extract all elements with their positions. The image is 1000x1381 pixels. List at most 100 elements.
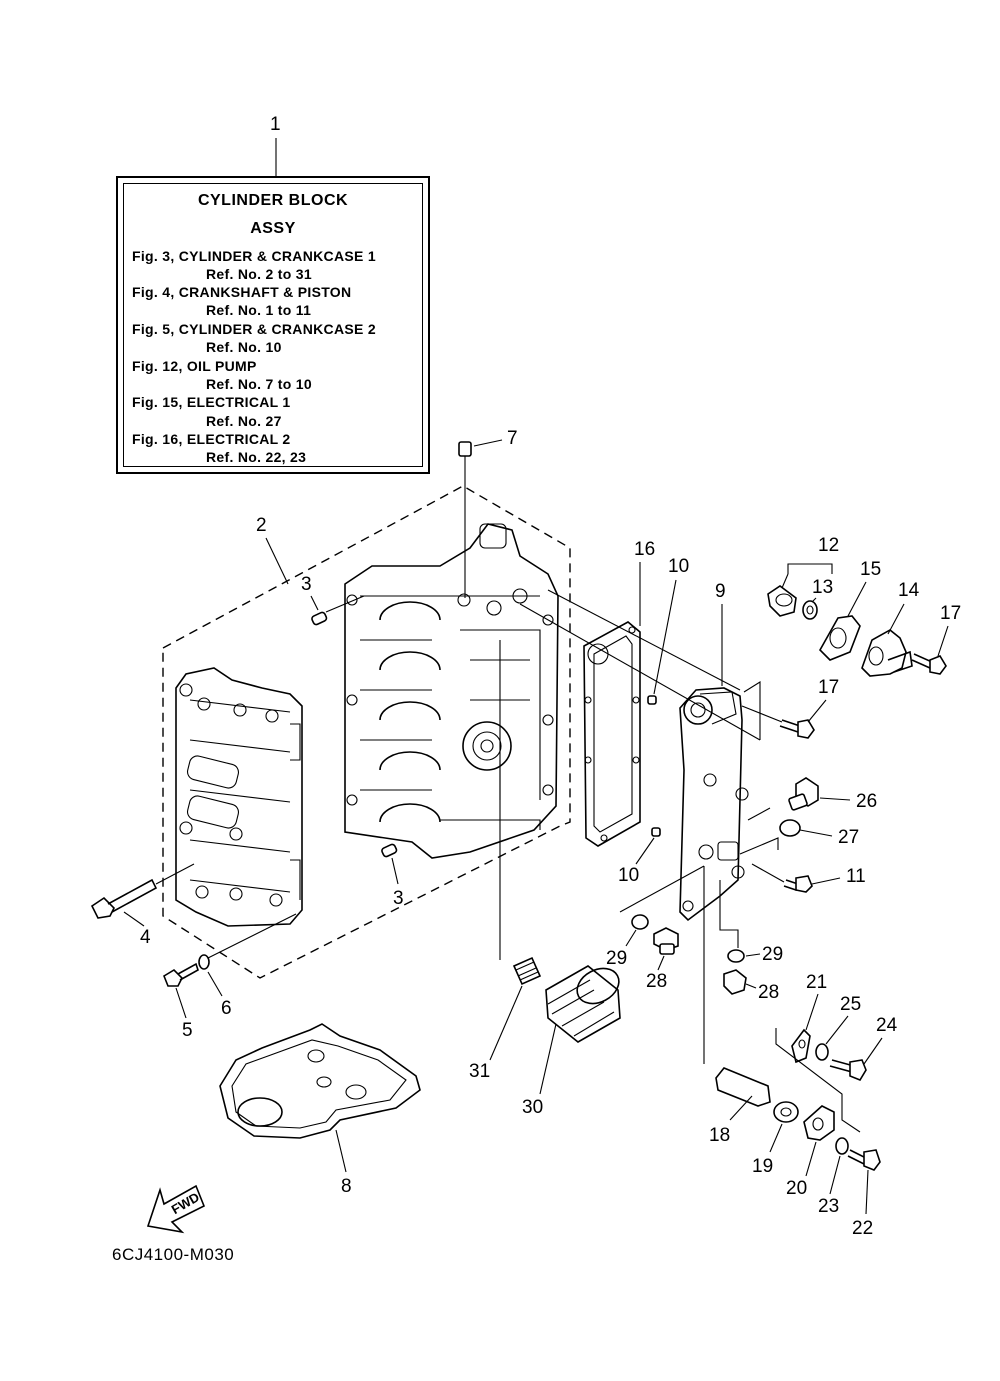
dowel-pin-lower — [381, 843, 398, 858]
leader-line — [207, 971, 223, 997]
leader-line — [175, 987, 187, 1019]
callout-6[interactable]: 6 — [207, 971, 232, 1019]
callout-29-right[interactable]: 29 — [745, 944, 783, 965]
callout-number: 17 — [818, 677, 839, 698]
o-ring-27 — [779, 819, 801, 837]
callout-number: 1 — [270, 114, 281, 135]
grommet-19 — [773, 1101, 799, 1123]
leader-line — [745, 953, 761, 957]
gasket-16 — [519, 589, 761, 847]
gasket-8 — [219, 1023, 421, 1139]
callout-3-upper[interactable]: 3 — [301, 574, 319, 611]
callout-24[interactable]: 24 — [863, 1015, 898, 1065]
callout-30[interactable]: 30 — [522, 1023, 557, 1118]
callout-15[interactable]: 15 — [847, 559, 881, 617]
bracket-20 — [803, 1105, 835, 1141]
fig-reference: Fig. 12, OIL PUMP — [132, 358, 257, 374]
bolt-22 — [847, 1149, 881, 1171]
callout-22[interactable]: 22 — [852, 1169, 873, 1239]
callout-number: 4 — [140, 927, 151, 948]
leader-line — [887, 603, 905, 635]
callout-9[interactable]: 9 — [715, 581, 726, 686]
callout-19[interactable]: 19 — [752, 1123, 783, 1177]
callout-5[interactable]: 5 — [175, 987, 193, 1041]
leader-line — [781, 573, 789, 589]
leader-line — [937, 625, 949, 657]
oil-pump-9 — [679, 687, 749, 922]
callout-number: 10 — [618, 865, 639, 886]
callout-28-left[interactable]: 28 — [646, 955, 667, 992]
box-subtitle: ASSY — [250, 220, 296, 237]
cover-14 — [861, 629, 913, 677]
callout-26[interactable]: 26 — [819, 791, 877, 812]
callout-25[interactable]: 25 — [825, 994, 861, 1045]
callout-10-lower[interactable]: 10 — [618, 837, 655, 886]
callout-20[interactable]: 20 — [786, 1141, 817, 1199]
callout-17-upper[interactable]: 17 — [937, 603, 961, 657]
leader-line — [653, 579, 677, 695]
callout-1[interactable]: 1 — [270, 114, 281, 176]
leader-line — [729, 1095, 753, 1121]
alignment-lines-lower — [619, 865, 739, 948]
callout-number: 14 — [898, 580, 920, 601]
callout-3-lower[interactable]: 3 — [391, 857, 404, 909]
leader-line — [391, 857, 399, 885]
callout-number: 3 — [301, 574, 312, 595]
leader-line — [310, 595, 319, 611]
box-title: CYLINDER BLOCK — [197, 192, 349, 209]
callout-31[interactable]: 31 — [469, 985, 523, 1082]
callout-10-upper[interactable]: 10 — [653, 556, 689, 695]
info-box-inner-border — [123, 183, 423, 467]
callout-number: 10 — [668, 556, 689, 577]
callout-number: 24 — [876, 1015, 898, 1036]
callout-number: 25 — [840, 994, 861, 1015]
bolt-4 — [90, 863, 195, 919]
callout-28-right[interactable]: 28 — [745, 982, 779, 1003]
leader-line — [863, 1037, 883, 1065]
bolt-24 — [829, 1059, 867, 1081]
callout-8[interactable]: 8 — [335, 1129, 352, 1197]
callout-number: 9 — [715, 581, 726, 602]
washer-29-right — [727, 949, 745, 963]
fig-reference: Fig. 4, CRANKSHAFT & PISTON — [132, 284, 352, 300]
callout-14[interactable]: 14 — [887, 580, 920, 635]
fig-reference: Fig. 16, ELECTRICAL 2 — [132, 431, 291, 447]
plug-28-left — [653, 927, 679, 955]
callout-18[interactable]: 18 — [709, 1095, 753, 1146]
callout-16[interactable]: 16 — [634, 539, 655, 626]
callout-12[interactable]: 12 — [781, 535, 839, 589]
fwd-arrow-icon: FWD — [146, 1184, 206, 1234]
crankcase-half — [175, 667, 303, 927]
callout-number: 15 — [860, 559, 881, 580]
dowel-pin-upper — [311, 595, 365, 626]
callout-21[interactable]: 21 — [805, 972, 827, 1031]
callout-number: 26 — [856, 791, 877, 812]
ref-numbers: Ref. No. 2 to 31 — [206, 266, 312, 282]
ref-numbers: Ref. No. 10 — [206, 339, 282, 355]
callout-4[interactable]: 4 — [123, 911, 151, 948]
callout-number: 29 — [762, 944, 783, 965]
leader-line — [865, 1169, 869, 1215]
callout-number: 28 — [646, 971, 667, 992]
callout-23[interactable]: 23 — [818, 1155, 841, 1217]
leader-line — [805, 1141, 817, 1177]
callout-number: 2 — [256, 515, 267, 536]
washer-29-left — [631, 914, 649, 930]
bracket-21 — [791, 1028, 811, 1064]
callout-7[interactable]: 7 — [473, 428, 518, 449]
callout-number: 21 — [806, 972, 827, 993]
bolt-17-upper — [911, 653, 947, 675]
drawing-code: 6CJ4100-M030 — [112, 1245, 235, 1264]
leader-line — [805, 993, 819, 1031]
fig-reference: Fig. 3, CYLINDER & CRANKCASE 1 — [132, 248, 376, 264]
callout-number: 29 — [606, 948, 627, 969]
callout-27[interactable]: 27 — [799, 827, 859, 848]
callout-29-left[interactable]: 29 — [606, 929, 637, 969]
washer-23 — [835, 1137, 849, 1155]
callout-17-lower[interactable]: 17 — [807, 677, 839, 723]
callout-11[interactable]: 11 — [811, 866, 866, 887]
callout-13[interactable]: 13 — [811, 577, 833, 603]
callout-number: 13 — [812, 577, 833, 598]
callout-number: 8 — [341, 1176, 352, 1197]
callout-2[interactable]: 2 — [256, 515, 289, 585]
